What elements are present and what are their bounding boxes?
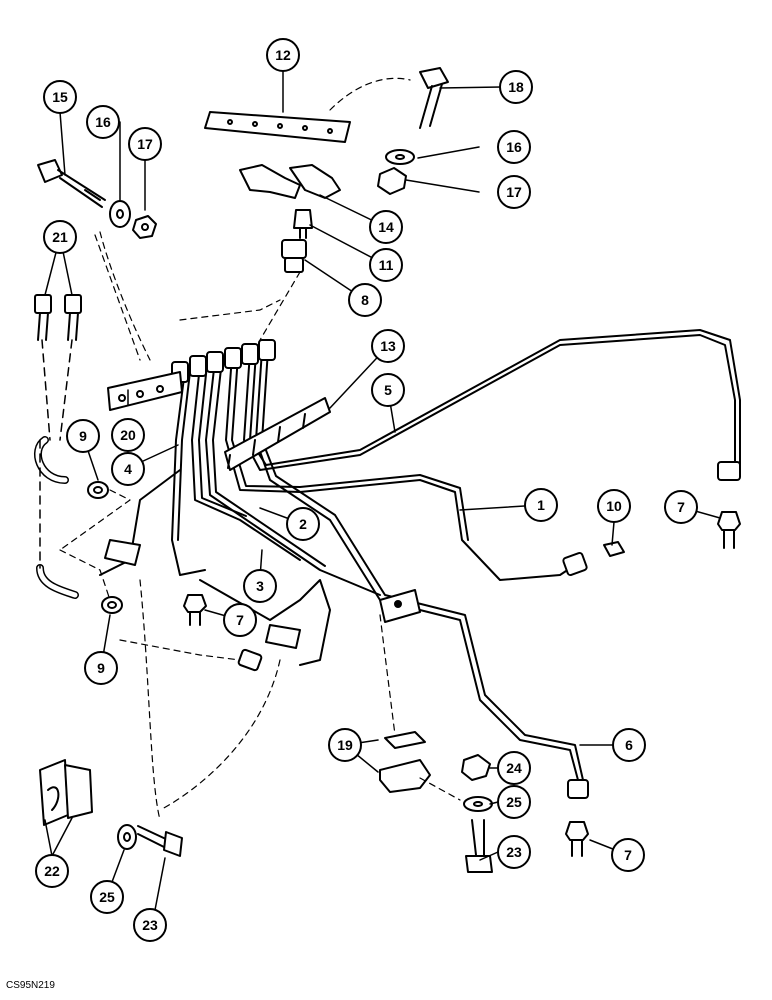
fitting-7-lower — [565, 821, 589, 857]
svg-text:19: 19 — [337, 737, 353, 753]
assembly-guide-lines — [59, 77, 461, 821]
svg-text:11: 11 — [379, 257, 394, 273]
callout-7-lower: 7 — [611, 838, 645, 872]
clamp-halves-19 — [379, 731, 431, 793]
svg-text:6: 6 — [625, 737, 633, 753]
injector-pipe-bundle — [99, 329, 741, 799]
callout-16-left: 16 — [86, 105, 120, 139]
svg-text:22: 22 — [44, 863, 60, 879]
svg-text:13: 13 — [380, 338, 396, 354]
callout-25-right: 25 — [497, 785, 531, 819]
svg-text:7: 7 — [677, 499, 685, 515]
svg-text:4: 4 — [124, 461, 132, 477]
svg-text:23: 23 — [142, 917, 158, 933]
callout-8: 8 — [348, 283, 382, 317]
clamp-left — [104, 539, 301, 649]
callout-17-right: 17 — [497, 175, 531, 209]
fitting-7-upper — [717, 511, 741, 549]
callout-16-right: 16 — [497, 130, 531, 164]
svg-text:20: 20 — [120, 427, 136, 443]
svg-text:23: 23 — [506, 844, 522, 860]
washer-16-right — [385, 149, 415, 165]
callout-22: 22 — [35, 854, 69, 888]
callout-9-lower: 9 — [84, 651, 118, 685]
callout-23-left: 23 — [133, 908, 167, 942]
callout-5: 5 — [371, 373, 405, 407]
svg-text:25: 25 — [99, 889, 115, 905]
callout-12: 12 — [266, 38, 300, 72]
callout-1: 1 — [524, 488, 558, 522]
drawing-reference-code: CS95N219 — [6, 980, 55, 991]
bolt-23-right — [465, 819, 493, 873]
callout-7-upper: 7 — [664, 490, 698, 524]
svg-text:17: 17 — [506, 184, 522, 200]
svg-text:8: 8 — [361, 292, 369, 308]
callout-13: 13 — [371, 329, 405, 363]
plate-12 — [204, 111, 351, 143]
svg-text:3: 3 — [256, 578, 264, 594]
brackets-14 — [239, 164, 341, 199]
bracket-20 — [107, 371, 183, 411]
callout-11: 11 — [369, 248, 403, 282]
svg-text:21: 21 — [52, 229, 68, 245]
callout-4: 4 — [111, 452, 145, 486]
svg-text:18: 18 — [508, 79, 524, 95]
callout-14: 14 — [369, 210, 403, 244]
callouts: 1 2 3 4 5 6 7 7 7 8 9 9 10 11 12 13 14 1… — [35, 38, 698, 942]
svg-text:10: 10 — [606, 498, 622, 514]
svg-text:16: 16 — [95, 114, 111, 130]
washer-25-left — [117, 824, 137, 850]
svg-text:12: 12 — [275, 47, 291, 63]
fitting-8 — [281, 239, 307, 273]
callout-6: 6 — [612, 728, 646, 762]
svg-text:9: 9 — [97, 660, 105, 676]
callout-19: 19 — [328, 728, 362, 762]
svg-text:16: 16 — [506, 139, 522, 155]
fitting-10 — [603, 541, 625, 557]
svg-text:14: 14 — [378, 219, 394, 235]
washer-25-right — [463, 796, 493, 812]
clamp-halves-22 — [39, 759, 93, 826]
banjo-9-lower — [101, 596, 123, 614]
clamp-mid — [379, 589, 421, 623]
callout-24: 24 — [497, 751, 531, 785]
callout-15: 15 — [43, 80, 77, 114]
bolt-15 — [37, 159, 106, 208]
nut-24 — [461, 754, 491, 781]
svg-text:7: 7 — [236, 612, 244, 628]
callout-25-left: 25 — [90, 880, 124, 914]
svg-text:24: 24 — [506, 760, 522, 776]
svg-text:17: 17 — [137, 136, 153, 152]
svg-text:5: 5 — [384, 382, 392, 398]
svg-text:9: 9 — [79, 428, 87, 444]
callout-20: 20 — [111, 418, 145, 452]
bolt-18 — [419, 67, 449, 129]
callout-3: 3 — [243, 569, 277, 603]
nut-17-left — [132, 215, 157, 239]
callout-7-middle: 7 — [223, 603, 257, 637]
svg-text:1: 1 — [537, 497, 545, 513]
nut-17-right — [377, 167, 407, 195]
banjo-9-upper — [87, 481, 109, 499]
svg-text:15: 15 — [52, 89, 68, 105]
clamp-13 — [224, 397, 331, 471]
washer-16-left — [109, 200, 131, 228]
callout-2: 2 — [286, 507, 320, 541]
callout-21: 21 — [43, 220, 77, 254]
fitting-11 — [293, 209, 313, 239]
callout-10: 10 — [597, 489, 631, 523]
svg-text:2: 2 — [299, 516, 307, 532]
callout-23-right: 23 — [497, 835, 531, 869]
fitting-7-middle — [183, 594, 207, 626]
svg-text:7: 7 — [624, 847, 632, 863]
leakoff-lines-21 — [33, 294, 82, 599]
callout-18: 18 — [499, 70, 533, 104]
callout-9-upper: 9 — [66, 419, 100, 453]
bolt-23-left — [137, 825, 183, 857]
callout-17-left: 17 — [128, 127, 162, 161]
svg-text:25: 25 — [506, 794, 522, 810]
